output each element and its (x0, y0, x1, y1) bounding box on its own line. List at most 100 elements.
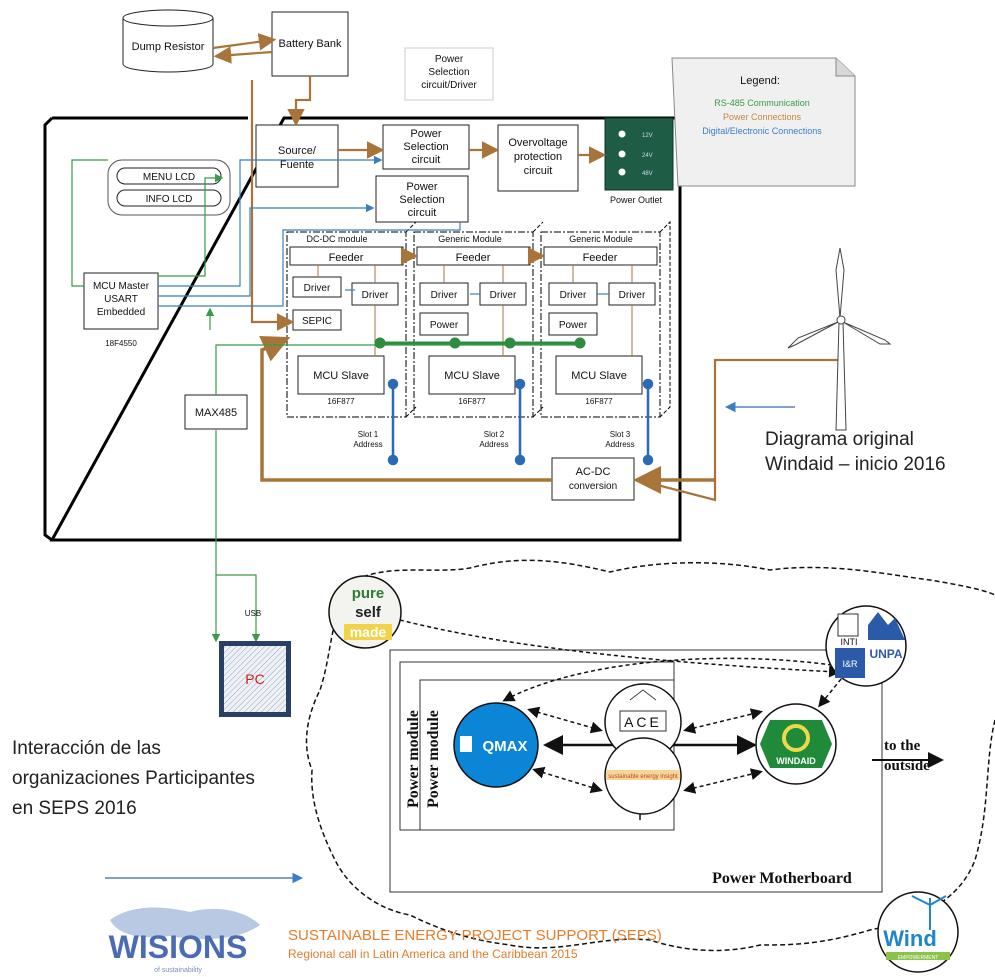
wisions-label: WISIONS (109, 929, 248, 965)
pc: PC (219, 641, 291, 717)
power-outlet-label: Power Outlet (610, 195, 663, 205)
power-selection-driver-box (404, 47, 494, 101)
psd-line1: Power (435, 54, 464, 65)
power-outlet: 12V 24V 48V (604, 117, 674, 191)
ps1-line2: Selection (403, 141, 448, 153)
wisions-logo: WISIONS of sustainability (109, 907, 260, 974)
center-logo: sustainable energy insight (604, 737, 682, 815)
windaid-label: WINDAID (776, 756, 816, 766)
module-1-slot: Slot 1 (358, 430, 379, 439)
source-box (255, 124, 339, 188)
psd-line2: Selection (428, 67, 469, 78)
module-1-address: Address (353, 440, 382, 449)
pc-label: PC (245, 671, 264, 687)
module-3-driver-right: Driver (619, 290, 646, 301)
wind-empowerment-logo: Wind EMPOWERMENT (877, 891, 959, 973)
module-1-driver-left: Driver (304, 283, 331, 294)
module-2-power: Power (430, 320, 459, 331)
legend-power: Power Connections (723, 112, 802, 122)
outlet-24v: 24V (642, 153, 653, 159)
max485-box (184, 394, 248, 430)
ov-line2: protection (514, 151, 562, 163)
module-2-address: Address (479, 440, 508, 449)
digital-connections (158, 155, 609, 307)
menu-lcd-label: MENU LCD (143, 172, 195, 183)
wind-turbine-icon (787, 247, 892, 431)
made-label: made (350, 624, 387, 640)
ov-line3: circuit (524, 165, 553, 177)
ace-label: ACE (624, 714, 662, 730)
info-lcd-label: INFO LCD (146, 194, 193, 205)
main-enclosure (43, 116, 682, 542)
original-line2: Windaid – inicio 2016 (765, 454, 946, 475)
module-1-chip: 16F877 (327, 397, 355, 406)
power-connections-thin (317, 265, 633, 356)
battery-bank-label: Battery Bank (279, 38, 342, 50)
ir-label: I&R (842, 659, 858, 669)
module-3: Generic Module Feeder Driver Power Drive… (540, 220, 671, 449)
source-line1: Source/ (278, 145, 317, 157)
ps2-line2: Selection (399, 194, 444, 206)
module-1-title: DC-DC module (306, 234, 367, 244)
power-module-label-2: Power module (425, 710, 442, 808)
pure-label: pure (352, 585, 385, 602)
legend-rs485: RS-485 Communication (714, 98, 810, 108)
wisions-sub: of sustainability (154, 967, 202, 974)
ac-dc-box (551, 457, 635, 501)
power-selection-2 (375, 175, 469, 223)
ps1-line3: circuit (412, 154, 441, 166)
psd-line3: circuit/Driver (421, 80, 477, 91)
battery-bank-box (271, 11, 349, 77)
module-2: Generic Module Feeder Driver Power Drive… (413, 221, 544, 449)
ps2-line3: circuit (408, 207, 437, 219)
module-1-slave: MCU Slave (313, 370, 369, 382)
qmax-logo: QMAX (453, 702, 539, 788)
info-lcd (116, 189, 222, 207)
original-line1: Diagrama original (765, 429, 914, 450)
outlet-48v: 48V (642, 171, 653, 177)
module-3-title: Generic Module (569, 234, 633, 244)
module-3-address: Address (605, 440, 634, 449)
module-2-slave: MCU Slave (444, 370, 500, 382)
ps1-line1: Power (410, 128, 442, 140)
ov-line1: Overvoltage (508, 137, 567, 149)
outside-label: outside (884, 758, 930, 774)
module-3-power: Power (559, 320, 588, 331)
module-3-slave: MCU Slave (571, 370, 627, 382)
outlet-12v: 12V (642, 133, 653, 139)
module-1-driver-right: Driver (362, 290, 389, 301)
address-lines (387, 378, 654, 466)
mcu-master-box (83, 272, 159, 330)
module-2-title: Generic Module (438, 234, 502, 244)
legend-title: Legend: (740, 75, 780, 87)
ps2-line1: Power (406, 181, 438, 193)
usb-label: USB (245, 609, 261, 618)
inti-label: INTI (841, 637, 858, 647)
overvoltage-box (497, 124, 579, 192)
module-1-feeder: Feeder (329, 252, 364, 264)
rs485-bus (374, 337, 586, 349)
qmax-label: QMAX (483, 738, 528, 755)
power-motherboard-label: Power Motherboard (712, 870, 852, 887)
wind-sub-label: EMPOWERMENT (898, 955, 939, 961)
legend: Legend: RS-485 Communication Power Conne… (671, 57, 856, 187)
power-selection-1 (382, 124, 470, 170)
module-1: DC-DC module Feeder Driver SEPIC Driver … (286, 221, 417, 449)
interaction-line1: Interacción de las (12, 738, 161, 759)
module-3-slot: Slot 3 (610, 430, 631, 439)
module-2-feeder: Feeder (456, 252, 491, 264)
pure-self-made-logo: pure self made (328, 575, 402, 649)
mcu-master-line1: MCU Master (93, 281, 150, 292)
inti-unpa-logo: INTI I&R UNPA (825, 605, 907, 687)
ac-dc-line2: conversion (569, 481, 617, 492)
windaid-logo: WINDAID (755, 703, 837, 785)
self-label: self (355, 604, 382, 621)
seps-title: SUSTAINABLE ENERGY PROJECT SUPPORT (SEPS… (288, 927, 662, 944)
to-the-label: to the (884, 738, 921, 754)
center-logo-label: sustainable energy insight (608, 774, 678, 780)
unpa-label: UNPA (869, 647, 902, 661)
legend-digital: Digital/Electronic Connections (702, 126, 822, 136)
power-module-label-1: Power module (405, 710, 422, 808)
source-line2: Fuente (280, 159, 314, 171)
